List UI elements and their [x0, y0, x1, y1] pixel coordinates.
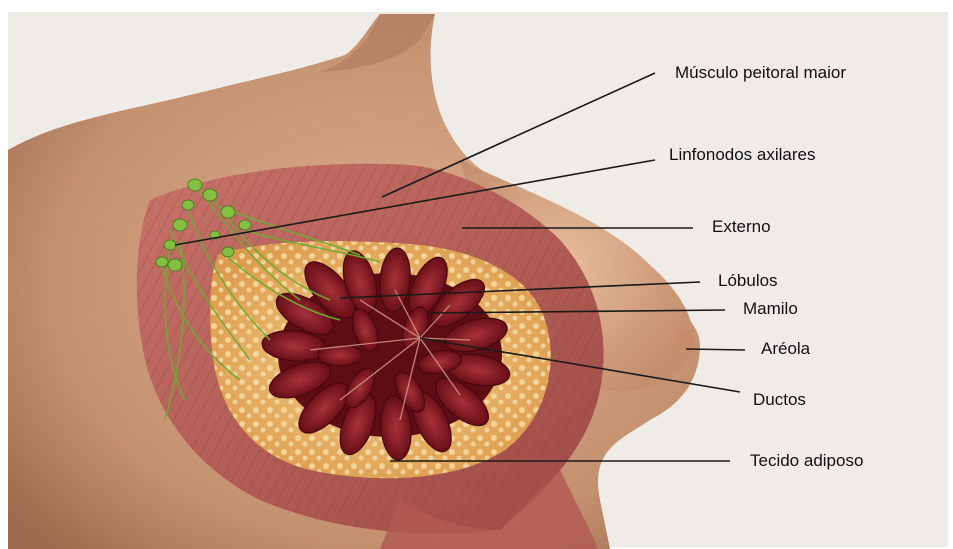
label-musculo-peitoral-maior: Músculo peitoral maior: [675, 63, 846, 83]
label-linfonodos-axilares: Linfonodos axilares: [669, 145, 815, 165]
leader-line-areola: [686, 349, 745, 350]
label-lobulos: Lóbulos: [718, 271, 778, 291]
label-mamilo: Mamilo: [743, 299, 798, 319]
label-areola: Aréola: [761, 339, 810, 359]
areola-shape: [671, 328, 697, 354]
label-externo: Externo: [712, 217, 771, 237]
label-tecido-adiposo: Tecido adiposo: [750, 451, 863, 471]
label-ductos: Ductos: [753, 390, 806, 410]
